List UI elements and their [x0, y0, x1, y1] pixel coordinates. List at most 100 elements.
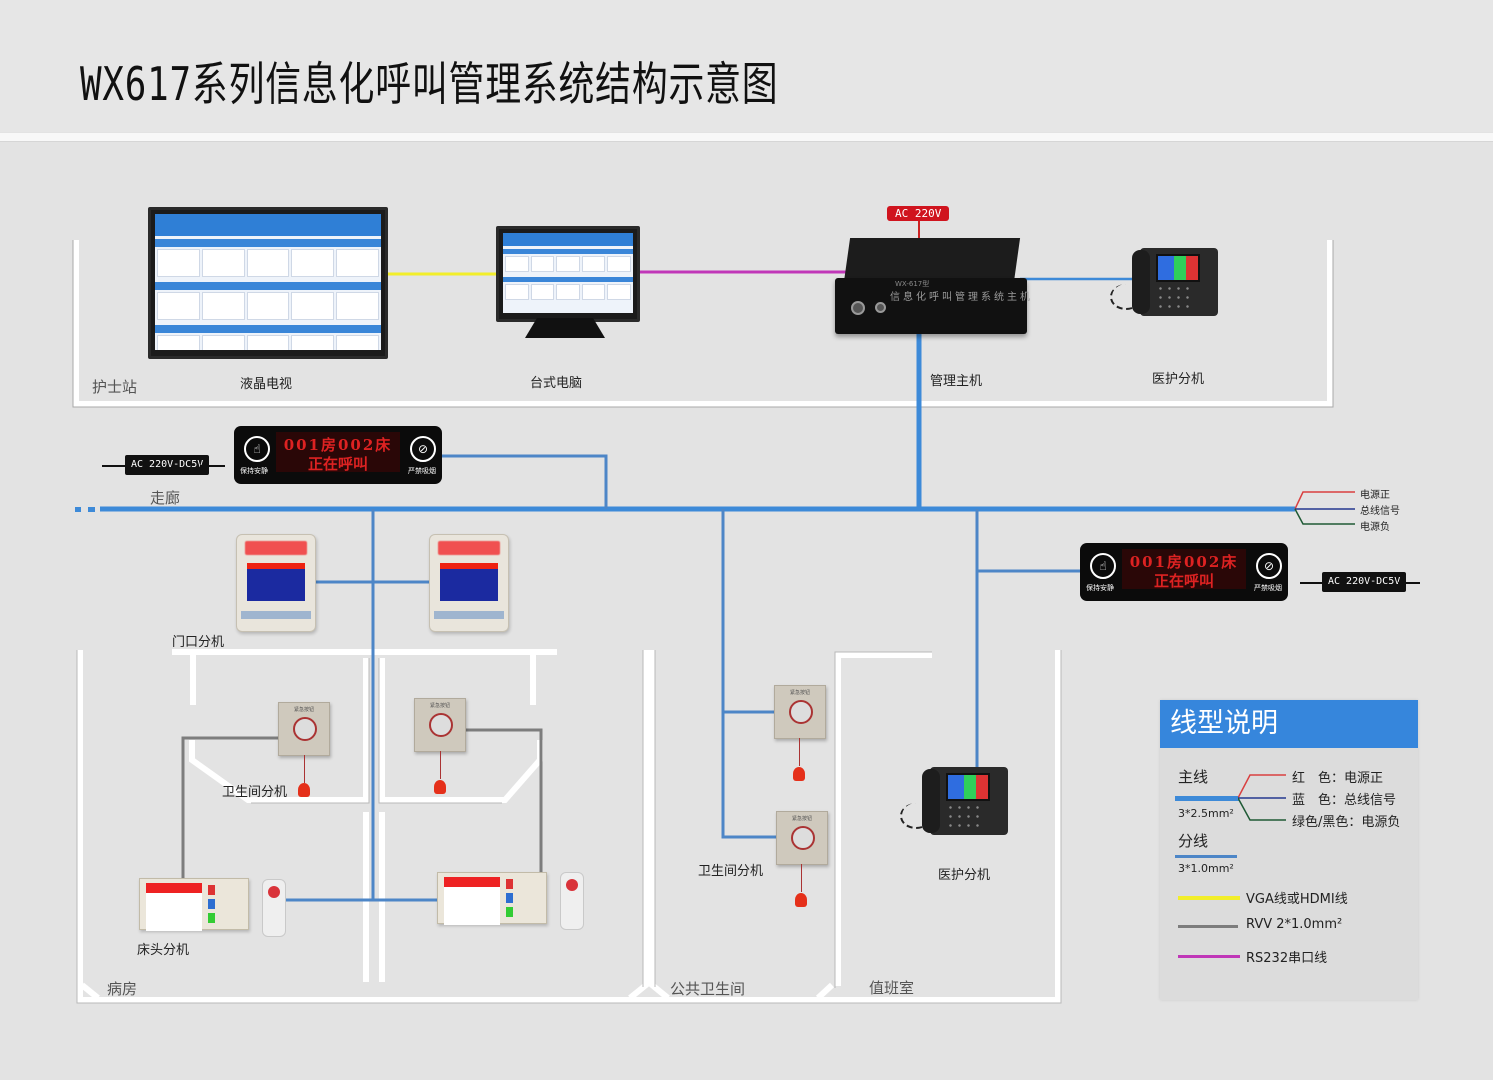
- phone-display: [946, 773, 990, 801]
- host-model: WX-617型: [895, 280, 930, 288]
- quiet-icon: ☝: [244, 436, 270, 462]
- led-line-1: 001房002床: [283, 436, 393, 454]
- legend-rs232-swatch: [1178, 955, 1240, 958]
- rvv-line-left: [181, 736, 278, 880]
- pull-bell-icon: [434, 780, 446, 794]
- door-unit-label: 门口分机: [172, 635, 225, 650]
- adapter-cord-right: [1300, 582, 1322, 584]
- power-adapter-duty: AC 220V-DC5V: [1322, 572, 1407, 592]
- bus-dash-1: [75, 507, 81, 512]
- led-sign-corridor: ☝ 保持安静 001房002床正在呼叫 ⊘ 严禁吸烟: [234, 426, 442, 484]
- desktop-monitor: [496, 226, 640, 322]
- ward-label: 病房: [107, 980, 138, 998]
- duty-room-label: 值班室: [869, 979, 915, 997]
- toilet-unit-public-2: 紧急按钮: [776, 811, 828, 865]
- led-right-caption: 严禁吸烟: [1254, 584, 1282, 592]
- led-left-caption: 保持安静: [240, 467, 268, 475]
- pull-bell-icon: [795, 893, 807, 907]
- public-toilet-branch: [721, 509, 777, 839]
- bus-negative-label: 电源负: [1360, 522, 1390, 533]
- power-adapter-corridor: AC 220V-DC5V: [125, 455, 210, 475]
- door-unit-1: [236, 534, 316, 632]
- room-wall-shadows: [76, 650, 1062, 1004]
- lcd-tv-screen: [155, 214, 381, 350]
- nurse-station-label: 护士站: [92, 378, 138, 396]
- legend-wire-blue: 蓝 色：总线信号: [1292, 793, 1397, 808]
- power-knob-icon: [851, 301, 865, 315]
- pull-cord: [304, 755, 305, 783]
- legend-rvv-swatch: [1178, 925, 1238, 928]
- led-left-caption: 保持安静: [1086, 584, 1114, 592]
- keypad-icon: [946, 803, 980, 831]
- call-handset-2: [560, 872, 584, 930]
- plug-cord-left: [102, 465, 132, 467]
- toilet-unit-ward-1: 紧急按钮: [278, 702, 330, 756]
- management-host: WX-617型 信息化呼叫管理系统主机: [835, 238, 1030, 334]
- phone-display: [1156, 254, 1200, 282]
- led-line-1: 001房002床: [1129, 553, 1239, 571]
- toilet-unit-public-1: 紧急按钮: [774, 685, 826, 739]
- no-smoking-icon: ⊘: [410, 436, 436, 462]
- legend-main-line-label: 主线: [1178, 768, 1209, 786]
- adapter-cord-left: [200, 465, 225, 467]
- legend-wire-green: 绿色/黑色：电源负: [1292, 815, 1401, 830]
- medical-unit-top-label: 医护分机: [1152, 372, 1205, 387]
- legend-branch-swatch: [1175, 855, 1237, 858]
- pull-cord: [799, 738, 800, 766]
- legend-vga-swatch: [1178, 896, 1240, 900]
- host-face-text: 信息化呼叫管理系统主机: [890, 292, 1033, 303]
- led-sign-duty: ☝ 保持安静 001房002床正在呼叫 ⊘ 严禁吸烟: [1080, 543, 1288, 601]
- legend-rvv-label: RVV 2*1.0mm²: [1246, 917, 1343, 932]
- desktop-pc-label: 台式电脑: [530, 376, 583, 391]
- bus-positive-label: 电源正: [1360, 490, 1390, 501]
- room-walls: [77, 649, 1061, 1003]
- legend-rs232-label: RS232串口线: [1246, 951, 1328, 966]
- corridor-label: 走廊: [150, 489, 181, 507]
- pull-bell-icon: [298, 783, 310, 797]
- line-type-legend: 线型说明 主线 红 色：电源正 蓝 色：总线信号 绿色/黑色：电源负 3*2.5…: [1160, 700, 1418, 1000]
- bus-wire-breakout: [1294, 491, 1355, 525]
- host-label: 管理主机: [930, 374, 983, 389]
- pull-cord: [440, 751, 441, 779]
- medical-phone-top: [1110, 248, 1220, 318]
- led-line-2: 正在呼叫: [307, 455, 368, 473]
- legend-branch-spec: 3*1.0mm²: [1178, 862, 1234, 875]
- rvv-line-right: [465, 728, 543, 875]
- quiet-icon: ☝: [1090, 553, 1116, 579]
- medical-phone-duty: [900, 767, 1010, 837]
- ac-220v-badge: AC 220V: [887, 206, 950, 221]
- bedside-unit-label: 床头分机: [137, 943, 190, 958]
- bus-signal-label: 总线信号: [1360, 506, 1400, 517]
- desktop-screen: [503, 233, 633, 313]
- lcd-tv-label: 液晶电视: [240, 377, 293, 392]
- monitor-stand: [525, 318, 605, 338]
- call-handset-1: [262, 879, 286, 937]
- title-divider: [0, 133, 1493, 142]
- pull-cord: [801, 864, 802, 892]
- bedside-unit-2: [437, 872, 547, 925]
- led-line-2: 正在呼叫: [1153, 572, 1214, 590]
- plug-cord-right: [1398, 582, 1420, 584]
- toilet-unit-ward-2: 紧急按钮: [414, 698, 466, 752]
- bedside-unit-1: [139, 878, 249, 931]
- legend-wire-fanout: [1238, 774, 1286, 821]
- public-toilet-label: 公共卫生间: [670, 980, 746, 998]
- legend-main-spec: 3*2.5mm²: [1178, 807, 1234, 820]
- door-unit-2: [429, 534, 509, 632]
- title-band: [0, 0, 1493, 132]
- legend-header: 线型说明: [1160, 700, 1418, 748]
- medical-unit-duty-label: 医护分机: [938, 868, 991, 883]
- led-right-caption: 严禁吸烟: [408, 467, 436, 475]
- port-icon: [875, 302, 886, 313]
- legend-vga-label: VGA线或HDMI线: [1246, 892, 1348, 907]
- no-smoking-icon: ⊘: [1256, 553, 1282, 579]
- legend-wire-red: 红 色：电源正: [1292, 771, 1384, 786]
- legend-main-line-swatch: [1175, 796, 1239, 801]
- pull-bell-icon: [793, 767, 805, 781]
- nurse-station-outline: [72, 240, 1334, 408]
- toilet-unit-ward-label: 卫生间分机: [222, 785, 288, 800]
- keypad-icon: [1156, 284, 1190, 312]
- corridor-sign-branch: [442, 454, 608, 509]
- toilet-unit-public-label: 卫生间分机: [698, 864, 764, 879]
